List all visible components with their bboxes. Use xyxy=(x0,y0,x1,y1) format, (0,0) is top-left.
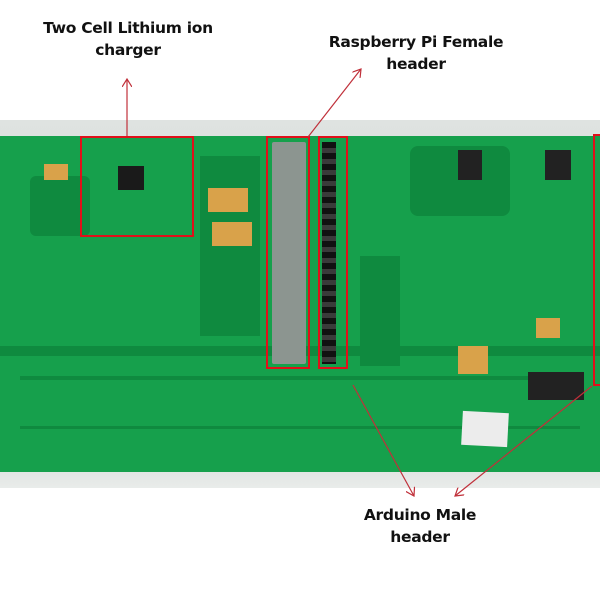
rpi-arrow xyxy=(307,69,361,138)
arduino-arrow-left xyxy=(352,384,414,496)
ic-chip xyxy=(118,166,144,190)
charger-label: Two Cell Lithium ion charger xyxy=(18,17,238,61)
ic-chip xyxy=(528,372,584,400)
capacitor xyxy=(458,346,488,374)
capacitor xyxy=(212,222,252,246)
charger-label-line1: Two Cell Lithium ion xyxy=(43,19,213,37)
pcb-board xyxy=(0,136,600,472)
capacitor xyxy=(536,318,560,338)
rpi-header-label: Raspberry Pi Female header xyxy=(306,31,526,75)
arduino-header-highlight-box xyxy=(318,136,348,369)
arduino-header-label: Arduino Male header xyxy=(320,504,520,548)
rpi-header-label-line2: header xyxy=(386,55,446,73)
capacitor xyxy=(44,164,68,180)
capacitor xyxy=(208,188,248,212)
rpi-header-highlight-box xyxy=(266,136,310,369)
charger-highlight-box xyxy=(80,136,194,237)
arduino-header-label-line2: header xyxy=(390,528,450,546)
arduino-male-header-part xyxy=(322,142,336,364)
ic-chip xyxy=(545,150,571,180)
charger-label-line2: charger xyxy=(95,41,161,59)
ic-chip xyxy=(458,150,482,180)
arduino-header-label-line1: Arduino Male xyxy=(363,506,477,524)
raspberry-pi-female-header-part xyxy=(272,142,306,364)
arduino-header-right-highlight-box xyxy=(593,134,600,386)
arduino-arrow-right xyxy=(455,385,593,496)
rpi-header-label-line1: Raspberry Pi Female xyxy=(328,33,504,51)
